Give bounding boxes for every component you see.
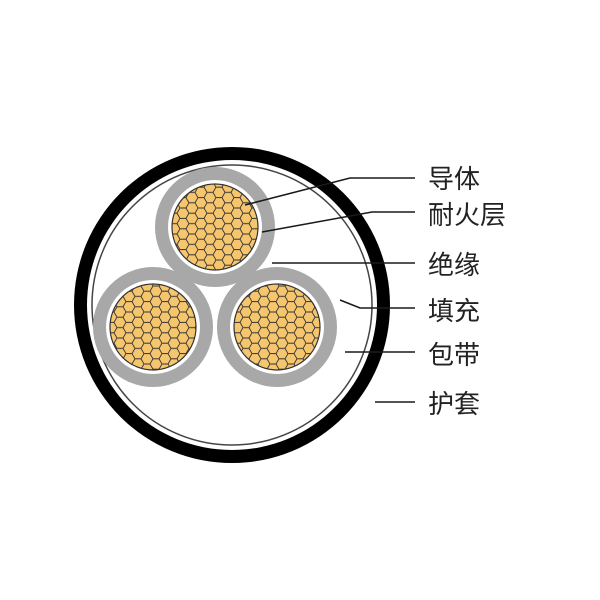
conductor <box>171 183 259 271</box>
label-insulation: 绝缘 <box>428 251 480 281</box>
leader-lines <box>244 177 415 403</box>
cable-core-bottom-right <box>217 267 337 387</box>
conductor <box>233 283 321 371</box>
label-sheath: 护套 <box>428 390 480 420</box>
tape-ring <box>91 164 373 446</box>
leader-filler <box>339 299 415 309</box>
leader-conductor <box>244 177 415 206</box>
label-conductor: 导体 <box>428 165 480 195</box>
cable-core-top <box>155 167 275 287</box>
label-fire-layer: 耐火层 <box>428 201 506 231</box>
label-tape: 包带 <box>428 341 480 371</box>
label-filler: 填充 <box>428 297 480 327</box>
cable-core-bottom-left <box>93 267 213 387</box>
leader-fire-layer <box>261 211 415 233</box>
conductor <box>109 283 197 371</box>
